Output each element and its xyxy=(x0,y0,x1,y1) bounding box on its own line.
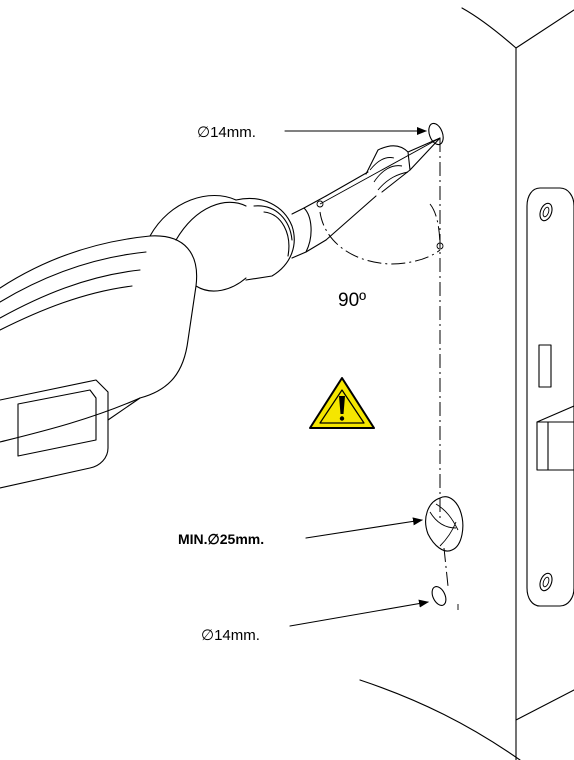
latch-bolt xyxy=(536,405,574,471)
middle-hole-leader xyxy=(305,517,423,539)
top-hole-label: ∅14mm. xyxy=(197,124,256,141)
faceplate-screw-bottom xyxy=(539,572,553,592)
bottom-hole-leader xyxy=(289,599,429,627)
faceplate-square-opening xyxy=(538,344,552,388)
bottom-hole-label: ∅14mm. xyxy=(201,627,260,644)
middle-hole-label: MIN.∅25mm. xyxy=(178,531,264,547)
faceplate-screw-top xyxy=(539,202,553,222)
lock-faceplate xyxy=(526,187,574,607)
door xyxy=(359,7,574,760)
drill xyxy=(0,137,441,489)
angle-label: 90º xyxy=(338,290,366,311)
middle-hole xyxy=(425,496,464,552)
top-hole xyxy=(428,122,444,146)
bottom-hole xyxy=(431,586,447,606)
warning-triangle-icon xyxy=(309,377,375,429)
hole-centre-line-lower xyxy=(443,547,449,587)
right-angle-indicator xyxy=(319,203,444,265)
